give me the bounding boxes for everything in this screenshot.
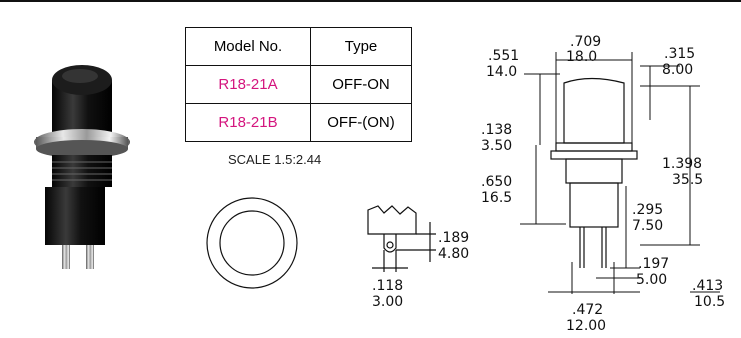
table-row: R18-21A OFF-ON [185,65,412,104]
dim-551-mm: 14.0 [486,64,517,80]
dim-413-inch: .413 [692,278,723,294]
dim-650-mm: 16.5 [481,190,512,206]
model-cell: R18-21A [185,65,311,104]
header-type: Type [310,27,412,66]
dim-650-inch: .650 [481,174,512,190]
dim-315-inch: .315 [664,46,695,62]
inner-ring [219,210,285,276]
terminal-detail [367,205,436,272]
scale-label: SCALE 1.5:2.44 [228,152,322,167]
dimension-lines [520,52,720,294]
table-row: R18-21B OFF-(ON) [185,103,412,142]
dim-118-mm: 3.00 [372,294,403,310]
dim-197-mm: 5.00 [636,272,667,288]
dim-551-inch: .551 [488,48,519,64]
type-cell: OFF-(ON) [310,103,412,142]
dim-118-inch: .118 [372,278,403,294]
dim-472-inch: .472 [572,302,603,318]
outer-ring [206,197,298,289]
dim-295-mm: 7.50 [632,218,663,234]
dim-138-mm: 3.50 [481,138,512,154]
top-border [0,0,741,2]
dim-413-mm: 10.5 [694,294,725,310]
dim-197-inch: .197 [638,256,669,272]
dim-1398-mm: 35.5 [672,172,703,188]
model-table: Model No. Type R18-21A OFF-ON R18-21B OF… [185,27,412,142]
dim-472-mm: 12.00 [566,318,606,334]
dim-138-inch: .138 [481,122,512,138]
type-cell: OFF-ON [310,65,412,104]
side-elevation [550,77,638,268]
dim-315-mm: 8.00 [662,62,693,78]
dim-709-mm: 18.0 [566,49,597,65]
dim-295-inch: .295 [632,202,663,218]
dim-1398-inch: 1.398 [662,156,702,172]
table-header-row: Model No. Type [185,27,412,66]
dim-189-mm: 4.80 [438,246,469,262]
dim-709-inch: .709 [570,34,601,50]
dim-189-inch: .189 [438,230,469,246]
